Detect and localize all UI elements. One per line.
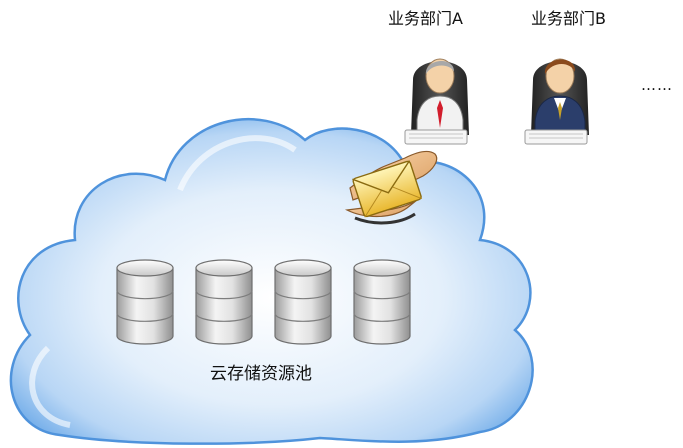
database-cylinder-icon [116, 259, 174, 345]
database-cylinder-icon [274, 259, 332, 345]
department-a-label: 业务部门A [388, 9, 463, 28]
database-group [116, 259, 411, 345]
more-departments-ellipsis: …… [641, 76, 673, 94]
businessman-b-icon [524, 58, 589, 145]
cloud-shape [9, 118, 534, 445]
department-b-label: 业务部门B [531, 9, 606, 28]
storage-pool-label: 云存储资源池 [210, 364, 312, 384]
database-cylinder-icon [353, 259, 411, 345]
businessman-a-icon [404, 58, 469, 145]
database-cylinder-icon [195, 259, 253, 345]
hand-with-envelope-icon [344, 150, 438, 225]
